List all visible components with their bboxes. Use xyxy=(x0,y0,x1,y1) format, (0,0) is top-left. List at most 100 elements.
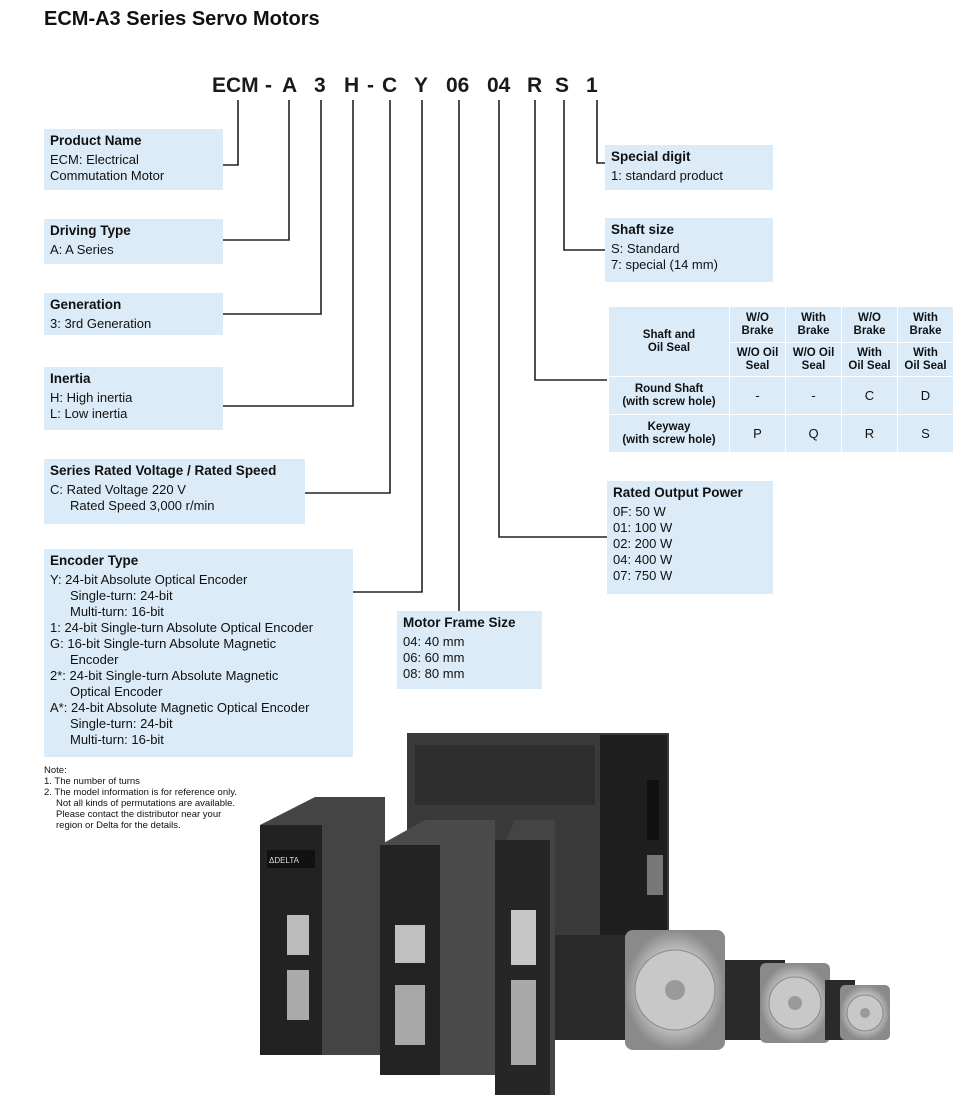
code-power: 04 xyxy=(487,74,511,97)
header-line: W/O Oil xyxy=(736,346,779,359)
header-line: Seal xyxy=(801,359,826,372)
servo-motor-large xyxy=(555,930,725,1050)
note-line: region or Delta for the details. xyxy=(56,820,181,831)
note: Note: 1. The number of turns 2. The mode… xyxy=(44,765,237,831)
line-inertia xyxy=(223,100,354,407)
line-generation xyxy=(223,100,322,315)
table-cell: R xyxy=(841,414,898,453)
note-line: 1. The number of turns xyxy=(44,776,140,787)
rated-power-line: 07: 750 W xyxy=(613,568,673,583)
code-generation: 3 xyxy=(314,74,326,97)
note-heading: Note: xyxy=(44,765,67,776)
header-line: With xyxy=(801,311,826,324)
encoder-line: Optical Encoder xyxy=(70,684,163,699)
header-line: With xyxy=(913,346,938,359)
encoder-line: A*: 24-bit Absolute Magnetic Optical Enc… xyxy=(50,700,310,715)
header-line: With xyxy=(913,311,938,324)
code-shaft-size: S xyxy=(555,74,570,97)
shaft-size-box: Shaft size S: Standard 7: special (14 mm… xyxy=(605,218,773,282)
encoder-line: G: 16-bit Single-turn Absolute Magnetic xyxy=(50,636,277,651)
voltage-speed-box: Series Rated Voltage / Rated Speed C: Ra… xyxy=(44,459,305,524)
code-dash: - xyxy=(367,74,374,97)
table-corner-line: Oil Seal xyxy=(647,341,691,354)
header-line: W/O xyxy=(746,311,769,324)
encoder-line: Single-turn: 24-bit xyxy=(70,588,173,603)
encoder-line: Multi-turn: 16-bit xyxy=(70,732,164,747)
row-label-line: (with screw hole) xyxy=(622,433,716,446)
inertia-heading: Inertia xyxy=(50,371,91,386)
row-label-line: (with screw hole) xyxy=(622,395,716,408)
motor-frame-line: 06: 60 mm xyxy=(403,650,465,665)
encoder-line: 2*: 24-bit Single-turn Absolute Magnetic xyxy=(50,668,279,683)
servo-drive-middle xyxy=(380,820,495,1075)
line-power xyxy=(498,100,607,538)
line-shaft-seal xyxy=(534,100,607,381)
note-line: Please contact the distributor near your xyxy=(56,809,222,820)
header-line: With xyxy=(857,346,882,359)
table-corner: Shaft and Oil Seal xyxy=(608,306,730,377)
generation-heading: Generation xyxy=(50,297,122,312)
servo-motor-small xyxy=(825,980,890,1040)
header-line: Oil Seal xyxy=(904,359,947,372)
line-special xyxy=(596,100,605,164)
line-encoder xyxy=(353,100,423,593)
shaft-size-heading: Shaft size xyxy=(611,222,675,237)
delta-logo-text: ΔDELTA xyxy=(269,856,300,865)
inertia-line: H: High inertia xyxy=(50,390,133,405)
code-inertia: H xyxy=(344,74,360,97)
encoder-line: Encoder xyxy=(70,652,119,667)
code-special: 1 xyxy=(586,74,598,97)
shaft-size-line: 7: special (14 mm) xyxy=(611,257,718,272)
header-line: Brake xyxy=(741,324,774,337)
table-cell: - xyxy=(785,376,842,415)
note-line: Not all kinds of permutations are availa… xyxy=(56,798,236,809)
code-driving-type: A xyxy=(282,74,298,97)
motor-frame-line: 08: 80 mm xyxy=(403,666,465,681)
line-driving-type xyxy=(223,100,290,241)
page-title: ECM-A3 Series Servo Motors xyxy=(44,8,320,30)
product-name-line: Commutation Motor xyxy=(50,168,165,183)
code-dash: - xyxy=(265,74,272,97)
rated-power-box: Rated Output Power 0F: 50 W 01: 100 W 02… xyxy=(607,481,773,594)
servo-motor-medium xyxy=(725,960,830,1043)
generation-line: 3: 3rd Generation xyxy=(50,316,152,331)
header-line: Oil Seal xyxy=(848,359,891,372)
code-ecm: ECM xyxy=(212,74,259,97)
note-line: 2. The model information is for referenc… xyxy=(44,787,237,798)
shaft-size-line: S: Standard xyxy=(611,241,680,256)
header-line: Brake xyxy=(909,324,942,337)
table-cell: D xyxy=(897,376,954,415)
servo-drive-small xyxy=(495,820,555,1095)
code-shaft-seal: R xyxy=(527,74,543,97)
table-cell: - xyxy=(729,376,786,415)
header-line: W/O xyxy=(858,311,881,324)
motor-frame-box: Motor Frame Size 04: 40 mm 06: 60 mm 08:… xyxy=(397,611,542,689)
voltage-speed-line: Rated Speed 3,000 r/min xyxy=(70,498,215,513)
product-name-line: ECM: Electrical xyxy=(50,152,139,167)
rated-power-heading: Rated Output Power xyxy=(613,485,743,500)
inertia-line: L: Low inertia xyxy=(50,406,128,421)
rated-power-line: 04: 400 W xyxy=(613,552,673,567)
voltage-speed-line: C: Rated Voltage 220 V xyxy=(50,482,186,497)
driving-type-heading: Driving Type xyxy=(50,223,131,238)
code-encoder: Y xyxy=(414,74,429,97)
line-shaft-size xyxy=(563,100,605,251)
row-label-line: Round Shaft xyxy=(634,382,704,395)
driving-type-line: A: A Series xyxy=(50,242,114,257)
product-name-heading: Product Name xyxy=(50,133,142,148)
encoder-line: 1: 24-bit Single-turn Absolute Optical E… xyxy=(50,620,314,635)
header-line: Seal xyxy=(745,359,770,372)
table-cell: P xyxy=(729,414,786,453)
rated-power-line: 01: 100 W xyxy=(613,520,673,535)
row-label-round-shaft: Round Shaft(with screw hole) xyxy=(608,376,730,415)
encoder-type-heading: Encoder Type xyxy=(50,553,139,568)
row-label-line: Keyway xyxy=(647,420,691,433)
